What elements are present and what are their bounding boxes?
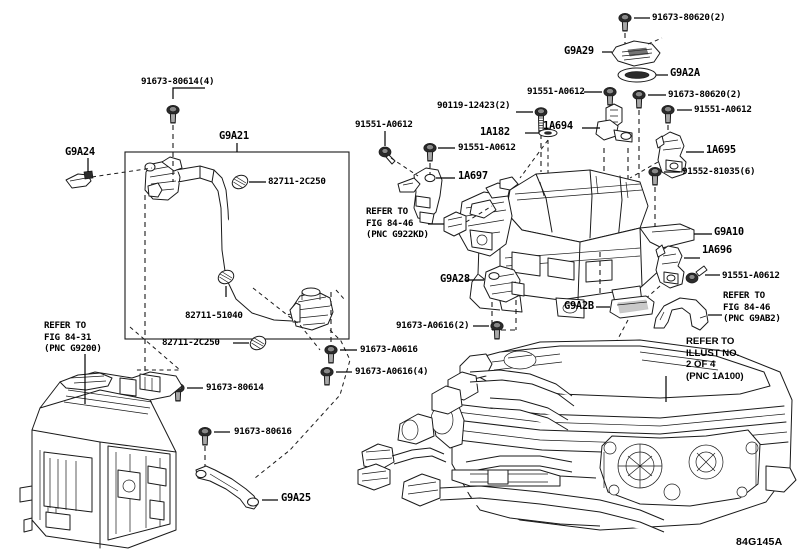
part-g9a24-clip: [65, 170, 94, 189]
label-part-1a697: 1A697: [458, 170, 488, 182]
dashed-91551-far-left: [390, 157, 419, 177]
label-bolt-91673-80620-2-top: 91673-80620(2): [652, 12, 726, 23]
part-g9a29-cap: [611, 37, 663, 67]
label-part-g9a21: G9A21: [219, 130, 249, 142]
label-bolt-91551-a0612-left: 91551-A0612: [458, 142, 516, 153]
part-clamp-82711-2c250-top: [229, 172, 251, 192]
part-g9a25-bracket: [195, 465, 259, 510]
part-bolt-91551-a0612-right: [661, 104, 675, 124]
label-bolt-91551-a0612-far-left: 91551-A0612: [355, 119, 413, 130]
part-bolt-91551-a0612-1a696: [685, 265, 708, 284]
part-bolt-91551-a0612-far-left: [378, 146, 396, 165]
part-bolt-91551-a0612-left: [423, 142, 437, 162]
label-refer-illust-2of4: REFER TO ILLUST NO. 2 OF 4 (PNC 1A100): [686, 336, 744, 382]
label-clamp-82711-2c250-top: 82711-2C250: [268, 176, 326, 187]
part-g922kd-plug: [443, 211, 467, 237]
part-bolt-91673-80616: [198, 426, 212, 446]
label-part-g9a2b: G9A2B: [564, 300, 594, 312]
part-bolt-91673-a0616-4: [320, 366, 334, 386]
label-bolt-91551-a0612-right: 91551-A0612: [694, 104, 752, 115]
part-clamp-82711-2c250-bottom: [247, 333, 269, 353]
label-bolt-91673-a0616-4: 91673-A0616(4): [355, 366, 429, 377]
part-1a695-bracket: [655, 131, 687, 179]
label-part-g9a28: G9A28: [440, 273, 470, 285]
dashed-inverter-link: [129, 326, 182, 371]
part-1a694-bracket: [595, 103, 633, 143]
leader-91673-80614-4: [172, 87, 205, 99]
part-g9a21-cable-harness: [144, 156, 334, 331]
label-part-g9a25: G9A25: [281, 492, 311, 504]
dashed-short-right: [335, 289, 346, 301]
part-g9ab2-hose: [653, 297, 709, 331]
part-bolt-91551-a0612-mid: [603, 86, 617, 106]
label-refer-fig84-31: REFER TO FIG 84-31 (PNC G9200): [44, 320, 102, 354]
label-part-1a696: 1A696: [702, 244, 732, 256]
label-bolt-91673-80614: 91673-80614: [206, 382, 264, 393]
part-bolt-91673-80620-2-lower: [632, 89, 646, 109]
dashed-g9a25-link: [254, 329, 351, 479]
label-part-1a694: 1A694: [543, 120, 573, 132]
label-clamp-82711-2c250-bottom: 82711-2C250: [162, 337, 220, 348]
label-part-g9a10: G9A10: [714, 226, 744, 238]
label-part-g9a29: G9A29: [564, 45, 594, 57]
label-part-g9a24: G9A24: [65, 146, 95, 158]
label-bolt-91673-80614-4: 91673-80614(4): [141, 76, 215, 87]
part-bolt-91552-81035-6: [648, 166, 662, 186]
label-refer-fig84-46-g9ab2: REFER TO FIG 84-46 (PNC G9AB2): [723, 290, 781, 324]
part-1a697-bracket: [397, 167, 443, 225]
dashed-1a695: [629, 161, 659, 179]
label-part-1a182: 1A182: [480, 126, 510, 138]
label-bolt-91551-a0612-1a696: 91551-A0612: [722, 270, 780, 281]
part-g9a10-converter: [457, 169, 695, 319]
label-bolt-91673-80620-2-lower: 91673-80620(2): [668, 89, 742, 100]
label-bolt-91673-a0616-2: 91673-A0616(2): [396, 320, 470, 331]
label-refer-fig84-46-g922kd: REFER TO FIG 84-46 (PNC G922KD): [366, 206, 429, 240]
label-part-g9a2a: G9A2A: [670, 67, 700, 79]
part-g9a28-bracket: [483, 265, 525, 303]
dashed-1a182: [519, 139, 549, 179]
label-bolt-91552-81035-6: 91552-81035(6): [682, 166, 756, 177]
part-wiring-harness-lower: [357, 443, 665, 533]
label-bolt-90119-12423-2: 90119-12423(2): [437, 100, 511, 111]
part-g9a2a-gasket: [617, 67, 657, 83]
part-bolt-91673-80614-4: [166, 104, 180, 124]
part-bolt-91673-80620-2-top: [618, 12, 632, 32]
dashed-g9a24: [91, 167, 153, 178]
label-part-1a695: 1A695: [706, 144, 736, 156]
figure-code: 84G145A: [736, 536, 783, 548]
part-1a696-bracket: [655, 244, 685, 289]
part-bolt-91673-a0616-right: [324, 344, 338, 364]
label-bolt-91551-a0612-mid: 91551-A0612: [527, 86, 585, 97]
part-inverter-g9200: [19, 371, 183, 549]
part-g9a2b-gasket: [609, 295, 655, 319]
label-bolt-91673-80616: 91673-80616: [234, 426, 292, 437]
label-bolt-91673-a0616-right: 91673-A0616: [360, 344, 418, 355]
label-clamp-82711-51040: 82711-51040: [185, 310, 243, 321]
dashed-g922kd: [465, 205, 493, 223]
